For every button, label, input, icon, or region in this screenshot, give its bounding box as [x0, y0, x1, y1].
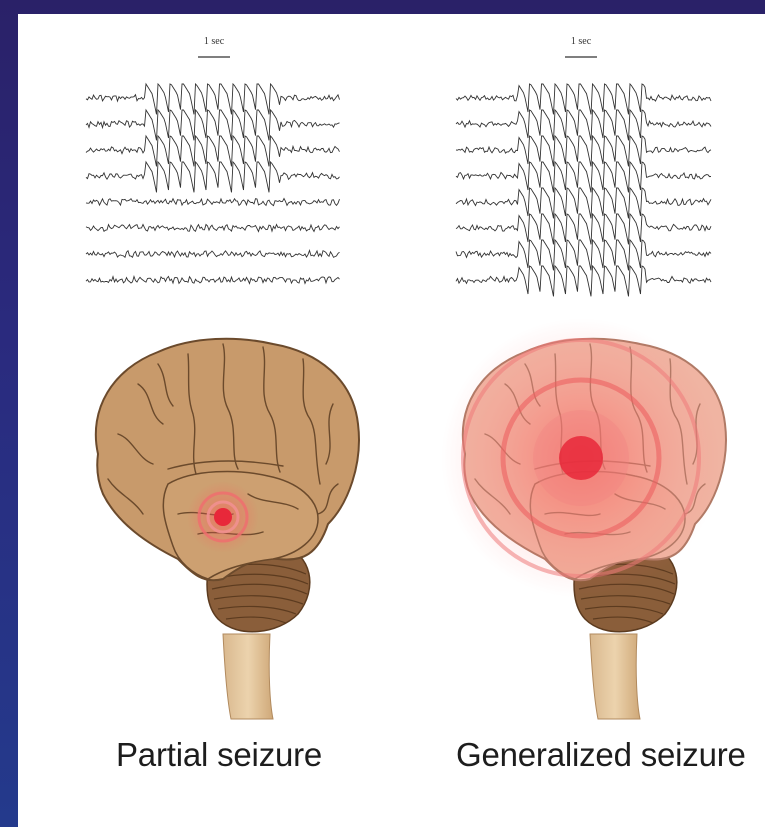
brainstem	[223, 634, 273, 719]
seizure-focus	[214, 508, 232, 526]
eeg-channel-trace	[456, 136, 711, 166]
eeg-channel-trace	[86, 162, 340, 192]
eeg-traces	[456, 84, 711, 296]
eeg-channel-trace	[86, 225, 340, 232]
eeg-channel-trace	[456, 214, 711, 244]
eeg-channel-trace	[86, 277, 340, 284]
scale-bar-label: 1 sec	[204, 36, 225, 47]
eeg-channel-trace	[456, 84, 711, 114]
generalized-eeg: 1 sec	[456, 36, 711, 296]
slide: 1 sec	[18, 14, 765, 827]
partial-seizure-label: Partial seizure	[116, 736, 322, 774]
brainstem	[590, 634, 640, 719]
scale-bar-label: 1 sec	[571, 36, 592, 47]
partial-brain	[96, 339, 359, 719]
seizure-focus	[559, 436, 603, 480]
eeg-channel-trace	[86, 136, 340, 166]
eeg-traces	[86, 84, 340, 284]
eeg-channel-trace	[456, 188, 711, 218]
eeg-channel-trace	[456, 110, 711, 140]
generalized-seizure-label: Generalized seizure	[456, 736, 746, 774]
eeg-channel-trace	[456, 162, 711, 192]
generalized-brain	[441, 318, 726, 719]
eeg-channel-trace	[86, 84, 340, 114]
eeg-channel-trace	[456, 240, 711, 270]
eeg-channel-trace	[86, 110, 340, 140]
figure: 1 sec	[18, 14, 765, 827]
eeg-channel-trace	[86, 199, 340, 206]
eeg-channel-trace	[456, 266, 711, 296]
eeg-channel-trace	[86, 251, 340, 258]
partial-eeg: 1 sec	[86, 36, 340, 284]
